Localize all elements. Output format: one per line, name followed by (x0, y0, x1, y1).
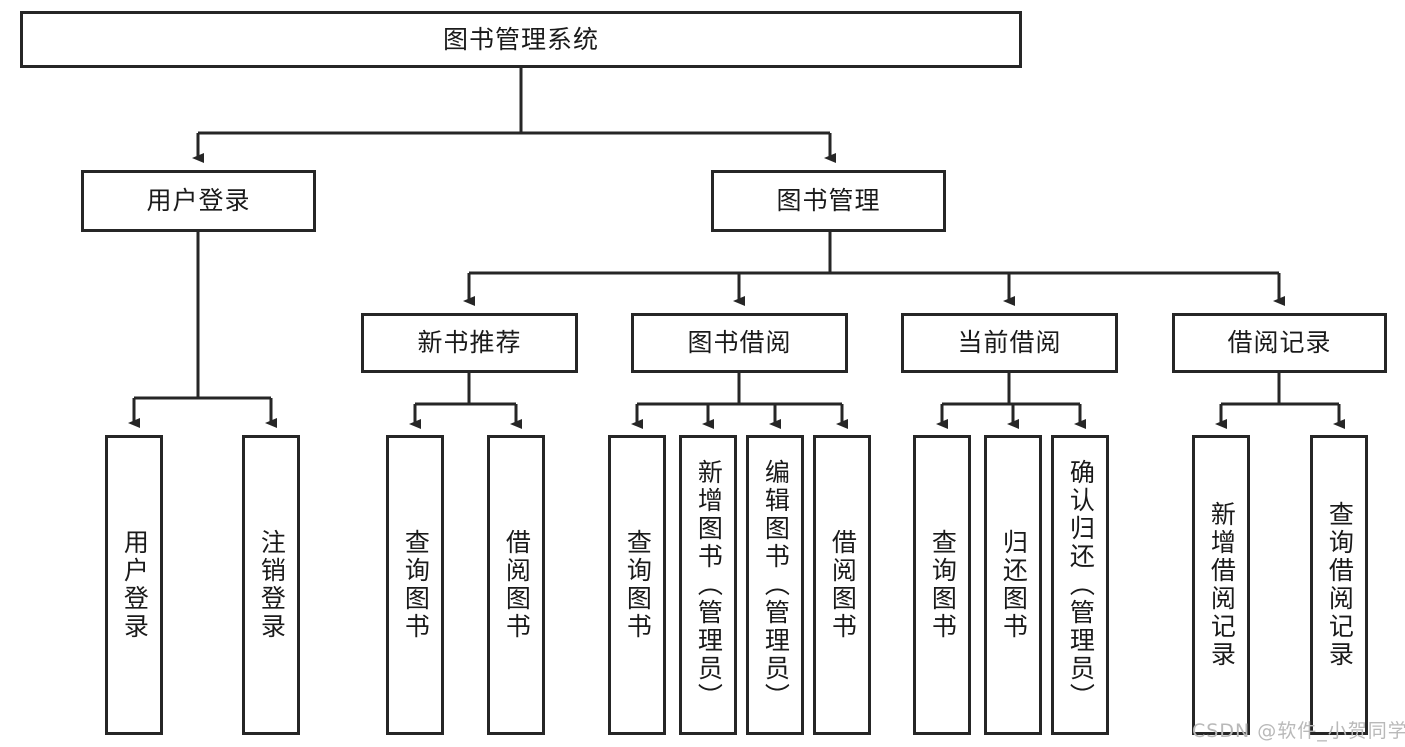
node-leaf-query-book-3[interactable]: 查询图书 (913, 435, 971, 735)
node-borrow-record[interactable]: 借阅记录 (1172, 313, 1387, 373)
csdn-watermark: CSDN @软件_小贺同学 (1192, 720, 1405, 742)
node-root[interactable]: 图书管理系统 (20, 11, 1022, 68)
node-current-borrow-label: 当前借阅 (957, 328, 1062, 357)
node-leaf-user-login-label: 用户登录 (120, 529, 150, 641)
node-book-borrow-label: 图书借阅 (687, 328, 792, 357)
node-user-login-label: 用户登录 (146, 186, 251, 215)
node-leaf-query-book-2[interactable]: 查询图书 (608, 435, 666, 735)
node-leaf-borrow-book-1-label: 借阅图书 (502, 529, 532, 641)
node-leaf-query-record-label: 查询借阅记录 (1325, 501, 1355, 669)
node-leaf-query-book-1-label: 查询图书 (401, 529, 431, 641)
node-leaf-borrow-book-1[interactable]: 借阅图书 (487, 435, 545, 735)
node-current-borrow[interactable]: 当前借阅 (901, 313, 1118, 373)
node-leaf-add-book[interactable]: 新增图书（管理员） (679, 435, 737, 735)
node-leaf-return-book[interactable]: 归还图书 (984, 435, 1042, 735)
node-new-book-recommend[interactable]: 新书推荐 (361, 313, 578, 373)
node-book-manage[interactable]: 图书管理 (711, 170, 946, 232)
node-leaf-user-login[interactable]: 用户登录 (105, 435, 163, 735)
node-book-manage-label: 图书管理 (776, 186, 881, 215)
node-book-borrow[interactable]: 图书借阅 (631, 313, 848, 373)
node-new-book-recommend-label: 新书推荐 (417, 328, 522, 357)
node-user-login[interactable]: 用户登录 (81, 170, 316, 232)
node-leaf-add-record-label: 新增借阅记录 (1207, 501, 1237, 669)
node-leaf-add-book-label: 新增图书（管理员） (694, 459, 724, 711)
node-borrow-record-label: 借阅记录 (1227, 328, 1332, 357)
node-leaf-borrow-book-2[interactable]: 借阅图书 (813, 435, 871, 735)
node-leaf-query-book-3-label: 查询图书 (928, 529, 958, 641)
node-leaf-confirm-return[interactable]: 确认归还（管理员） (1051, 435, 1109, 735)
node-leaf-confirm-return-label: 确认归还（管理员） (1066, 459, 1096, 711)
node-leaf-edit-book-label: 编辑图书（管理员） (761, 459, 791, 711)
node-leaf-add-record[interactable]: 新增借阅记录 (1192, 435, 1250, 735)
node-leaf-query-record[interactable]: 查询借阅记录 (1310, 435, 1368, 735)
node-leaf-logout[interactable]: 注销登录 (242, 435, 300, 735)
node-leaf-logout-label: 注销登录 (257, 529, 287, 641)
node-leaf-query-book-2-label: 查询图书 (623, 529, 653, 641)
node-root-label: 图书管理系统 (442, 24, 599, 54)
node-leaf-query-book-1[interactable]: 查询图书 (386, 435, 444, 735)
node-leaf-borrow-book-2-label: 借阅图书 (828, 529, 858, 641)
node-leaf-edit-book[interactable]: 编辑图书（管理员） (746, 435, 804, 735)
node-leaf-return-book-label: 归还图书 (999, 529, 1029, 641)
